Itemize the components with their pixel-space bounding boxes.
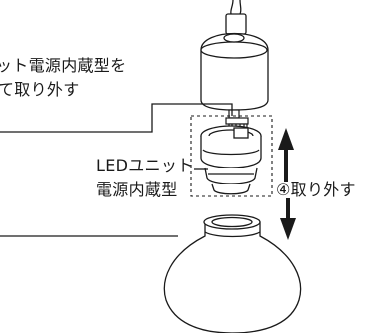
removal-arrows — [278, 128, 296, 240]
socket-housing — [200, 32, 269, 111]
leader-lines — [0, 103, 233, 237]
callout-top-line1: ット電源内蔵型を — [0, 56, 127, 75]
led-unit — [200, 125, 262, 195]
bulb-globe — [163, 214, 302, 333]
led-unit-dashed-box — [190, 115, 273, 197]
led-unit-sublabel: 電源内蔵型 — [96, 180, 178, 199]
led-unit-label: LEDユニット — [96, 156, 194, 175]
step-remove-label: ④取り外す — [276, 180, 356, 199]
callout-top-line2: て取り外す — [0, 80, 80, 99]
